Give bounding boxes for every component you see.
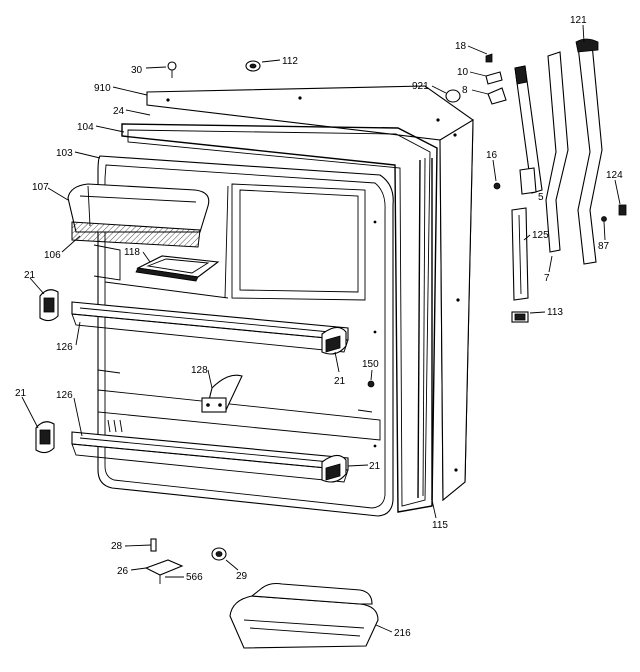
callout-566: 566 (186, 572, 203, 583)
callout-26: 26 (117, 566, 129, 577)
door-gasket (121, 123, 438, 513)
callout-18: 18 (455, 41, 467, 52)
callout-126-lower: 126 (56, 390, 73, 401)
callout-128: 128 (191, 365, 208, 376)
nut-29 (211, 547, 227, 561)
callout-labels: 121 18 30 112 10 910 921 8 24 104 103 16… (15, 15, 623, 639)
callout-30: 30 (131, 65, 143, 76)
callout-87: 87 (598, 241, 610, 252)
bar-end-cap-upper-right (321, 326, 347, 355)
shelf-bar-upper (71, 301, 349, 353)
callout-910: 910 (94, 83, 111, 94)
callout-121: 121 (570, 15, 587, 26)
callout-113: 113 (547, 307, 563, 318)
callout-103: 103 (56, 148, 73, 159)
plug-112 (245, 60, 261, 72)
callout-216: 216 (394, 628, 411, 639)
callout-7: 7 (544, 273, 550, 284)
screw-30 (167, 61, 177, 78)
door-shelf-bin (229, 582, 379, 649)
callout-8: 8 (462, 85, 468, 96)
bar-end-cap-lower-right (321, 454, 347, 483)
callout-21-lower-right: 21 (369, 461, 381, 472)
hinge-bracket (135, 255, 220, 282)
callout-125: 125 (532, 230, 549, 241)
dairy-compartment-door (67, 183, 210, 248)
callout-107: 107 (32, 182, 49, 193)
callout-21-upper-left: 21 (24, 270, 36, 281)
callout-118: 118 (124, 247, 140, 258)
hinge-pin-121 (545, 38, 603, 265)
button-921 (445, 89, 461, 103)
callout-112: 112 (282, 56, 298, 67)
hinge-cover-113 (511, 311, 529, 323)
callout-29: 29 (236, 571, 248, 582)
callout-126-upper: 126 (56, 342, 73, 353)
callout-21-lower-left: 21 (15, 388, 27, 399)
bar-end-cap-lower-left (35, 421, 55, 454)
callout-104: 104 (77, 122, 94, 133)
callout-150: 150 (362, 359, 379, 370)
clip-124 (618, 204, 627, 216)
pin-28 (150, 538, 157, 552)
screw-150 (367, 380, 375, 388)
shelf-bar-lower (71, 419, 349, 483)
screw-87 (601, 216, 607, 222)
bar-end-cap-upper-left (39, 289, 59, 322)
callout-124: 124 (606, 170, 623, 181)
callout-24: 24 (113, 106, 125, 117)
callout-106: 106 (44, 250, 61, 261)
callout-10: 10 (457, 67, 469, 78)
callout-115: 115 (432, 520, 448, 531)
callout-921: 921 (412, 81, 429, 92)
callout-16: 16 (486, 150, 498, 161)
callout-28: 28 (111, 541, 123, 552)
outer-door-panel (146, 85, 474, 502)
hinge-bracket-5 (514, 65, 543, 195)
plate-26 (144, 559, 184, 584)
screw-18 (485, 53, 493, 63)
shelf-support-bracket (201, 374, 243, 413)
leader-lines (21, 24, 621, 633)
callout-5: 5 (538, 192, 544, 203)
shim-10 (485, 71, 503, 85)
screw-16 (493, 182, 501, 190)
door-stop-125 (511, 207, 529, 301)
bracket-8 (487, 87, 507, 105)
callout-21-upper-right: 21 (334, 376, 346, 387)
